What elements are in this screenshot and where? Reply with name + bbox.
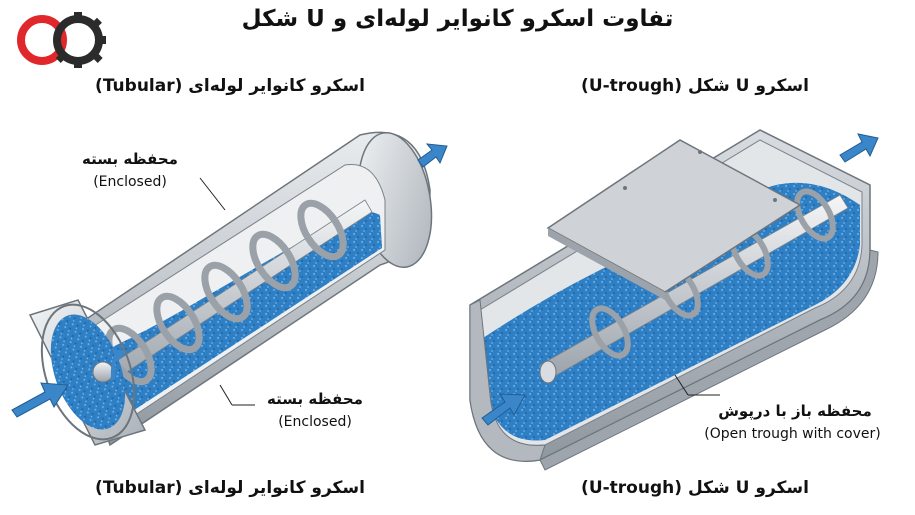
u-trough-caption: اسکرو U شکل (U-trough) [581, 478, 809, 498]
u-trough-callout-fa: محفظه باز با درپوش [718, 402, 872, 420]
outlet-arrow-icon [481, 393, 526, 426]
callout-top-leader [199, 177, 226, 211]
inlet-arrow-icon [11, 382, 69, 418]
tubular-callout-top-en: (Enclosed) [93, 174, 167, 190]
tubular-header: اسکرو کانوایر لوله‌ای (Tubular) [95, 76, 365, 96]
u-trough-header: اسکرو U شکل (U-trough) [581, 76, 809, 96]
rotation-arrow-icon [110, 348, 126, 381]
page-title: تفاوت اسکرو کانوایر لوله‌ای و U شکل [241, 6, 674, 32]
tubular-callout-top-fa: محفظه بسته [82, 150, 178, 168]
inlet-arrow-icon [839, 133, 879, 163]
tubular-callout-bottom-en: (Enclosed) [278, 414, 352, 430]
u-trough-callout-en: (Open trough with cover) [704, 426, 881, 442]
tubular-caption: اسکرو کانوایر لوله‌ای (Tubular) [95, 478, 365, 498]
tubular-callout-bottom-fa: محفظه بسته [267, 390, 363, 408]
outlet-arrow-icon [417, 143, 448, 168]
